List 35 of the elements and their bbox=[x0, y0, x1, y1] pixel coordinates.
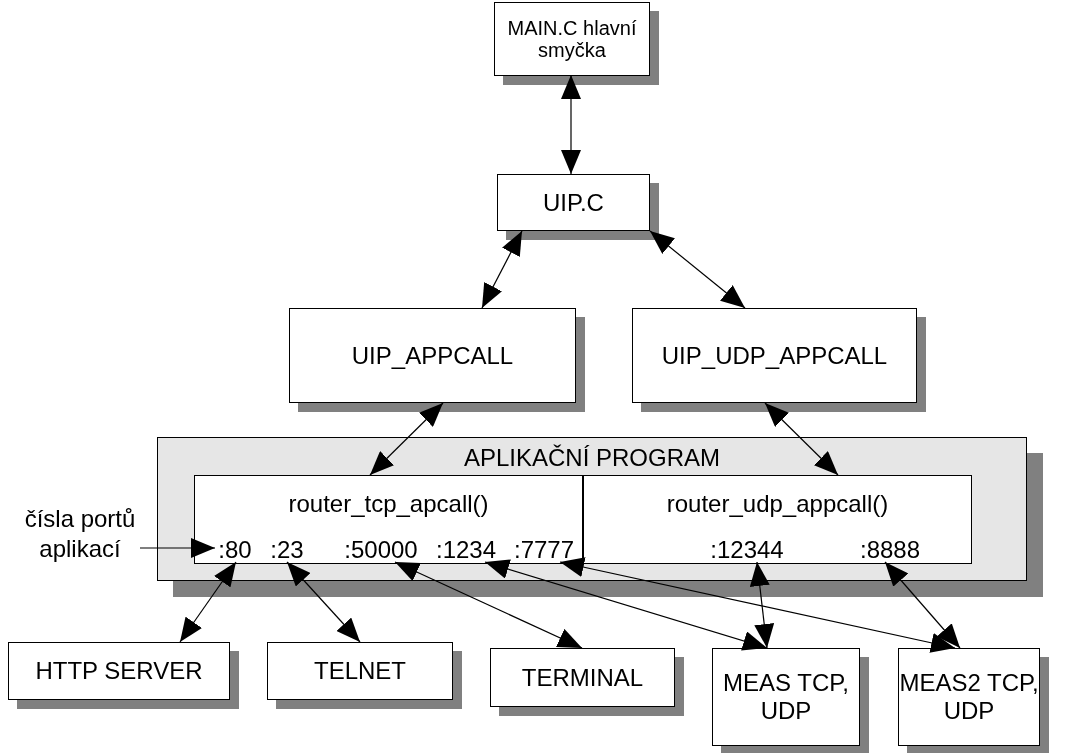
double-arrow bbox=[649, 230, 746, 309]
port-number: :7777 bbox=[508, 536, 580, 564]
box-label: UIP_APPCALL bbox=[351, 341, 514, 370]
box-label: TERMINAL bbox=[521, 663, 644, 692]
box-label: router_tcp_apcall() bbox=[288, 490, 489, 518]
double-arrow bbox=[749, 561, 775, 649]
box-label: UIP_UDP_APPCALL bbox=[661, 341, 888, 370]
port-number: :50000 bbox=[338, 536, 424, 564]
box-label: TELNET bbox=[314, 657, 406, 685]
double-arrow bbox=[484, 559, 768, 651]
port-number: :23 bbox=[267, 536, 307, 564]
double-arrow bbox=[481, 230, 523, 309]
port-number: :8888 bbox=[854, 536, 926, 564]
box-label: UIP.C bbox=[543, 188, 604, 217]
annotation-text: čísla portů aplikací bbox=[10, 502, 150, 566]
box-label: MAIN.C hlavní smyčka bbox=[506, 17, 638, 61]
double-arrow bbox=[286, 561, 361, 643]
double-arrow bbox=[884, 561, 961, 649]
port-number: :1234 bbox=[431, 536, 501, 564]
port-number: :12344 bbox=[703, 536, 791, 564]
port-number: :80 bbox=[215, 536, 255, 564]
function-box bbox=[583, 475, 972, 564]
function-box bbox=[194, 475, 583, 564]
double-arrow bbox=[394, 561, 583, 649]
double-arrow bbox=[369, 402, 444, 476]
box-label: MEAS2 TCP, UDP bbox=[899, 669, 1039, 725]
box-label: APLIKAČNÍ PROGRAM bbox=[463, 444, 721, 472]
double-arrow bbox=[179, 561, 237, 643]
double-arrow bbox=[561, 74, 581, 175]
double-arrow bbox=[764, 402, 839, 476]
box-label: router_udp_appcall() bbox=[666, 490, 889, 518]
box-label: HTTP SERVER bbox=[35, 657, 203, 685]
double-arrow bbox=[559, 557, 956, 653]
leader-arrow bbox=[139, 538, 216, 558]
box-label: MEAS TCP, UDP bbox=[722, 669, 850, 725]
